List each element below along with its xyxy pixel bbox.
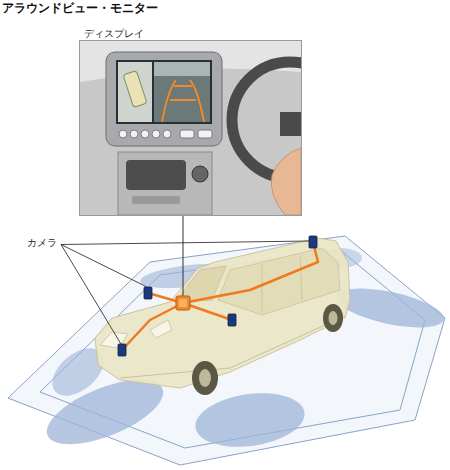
camera-label: カメラ	[26, 236, 58, 249]
panel-heading: ディスプレイ	[79, 27, 302, 40]
control-unit	[176, 296, 190, 310]
display-panel: ディスプレイ	[79, 27, 302, 216]
leader-line	[61, 245, 147, 288]
control-unit-face	[179, 299, 187, 307]
camera-wiring	[122, 242, 318, 350]
panel-frame	[79, 40, 302, 216]
car-illustration	[95, 238, 350, 395]
ground-plane	[8, 236, 447, 465]
camera-icons	[118, 236, 317, 356]
dashboard-illustration	[80, 41, 301, 215]
diagram-title: アラウンドビュー・モニター	[2, 1, 158, 15]
display-cable	[183, 215, 184, 296]
leader-line	[61, 241, 309, 245]
